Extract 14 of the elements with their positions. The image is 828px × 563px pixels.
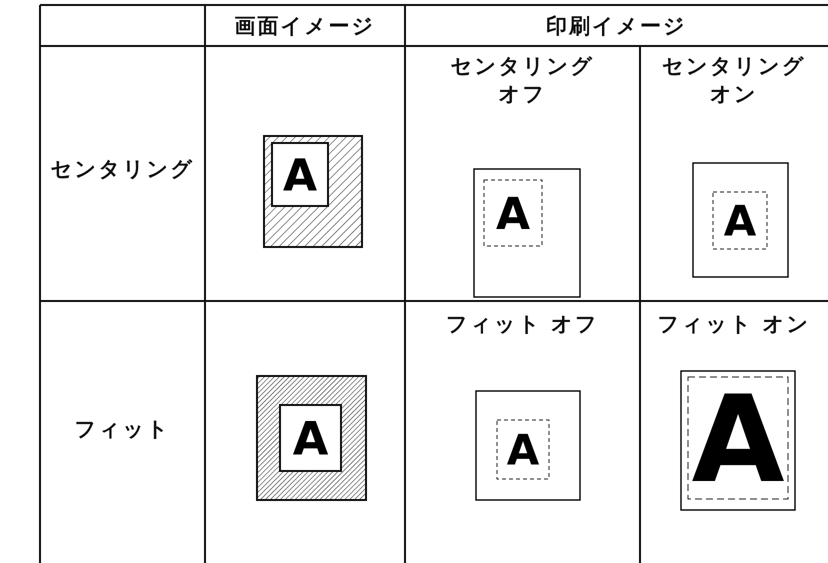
column-header: 印刷イメージ — [545, 13, 688, 40]
page-letter: A — [282, 150, 318, 202]
sub-header: フィット オフ — [444, 311, 600, 338]
row-header: フィット — [74, 416, 172, 443]
sub-header: センタリングオン — [661, 53, 807, 108]
sub-header: フィット オン — [656, 311, 812, 338]
page-letter: A — [692, 371, 784, 510]
sub-header: センタリングオフ — [450, 53, 596, 108]
page-letter: A — [496, 188, 530, 240]
page-letter: A — [506, 426, 540, 475]
page-letter: A — [292, 412, 328, 466]
column-header: 画面イメージ — [234, 13, 376, 40]
page-letter: A — [724, 196, 756, 246]
row-header: センタリング — [50, 156, 196, 183]
